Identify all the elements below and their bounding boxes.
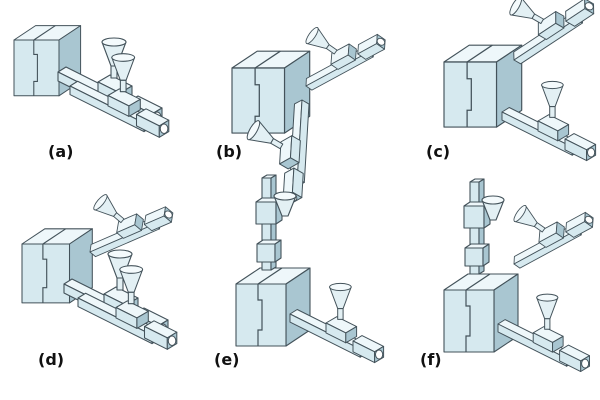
- label-e: (e): [214, 350, 240, 369]
- label-d: (d): [38, 350, 65, 369]
- panel-b-diagram: [228, 1, 390, 206]
- label-c: (c): [426, 142, 451, 161]
- panel-d-diagram: [21, 170, 178, 350]
- label-f: (f): [420, 350, 442, 369]
- panel-a-diagram: [13, 25, 170, 138]
- panel-e-diagram: [235, 174, 385, 364]
- panel-f-diagram: [443, 178, 598, 373]
- label-b: (b): [216, 142, 243, 161]
- panel-c-diagram: [443, 0, 599, 162]
- label-a: (a): [48, 142, 74, 161]
